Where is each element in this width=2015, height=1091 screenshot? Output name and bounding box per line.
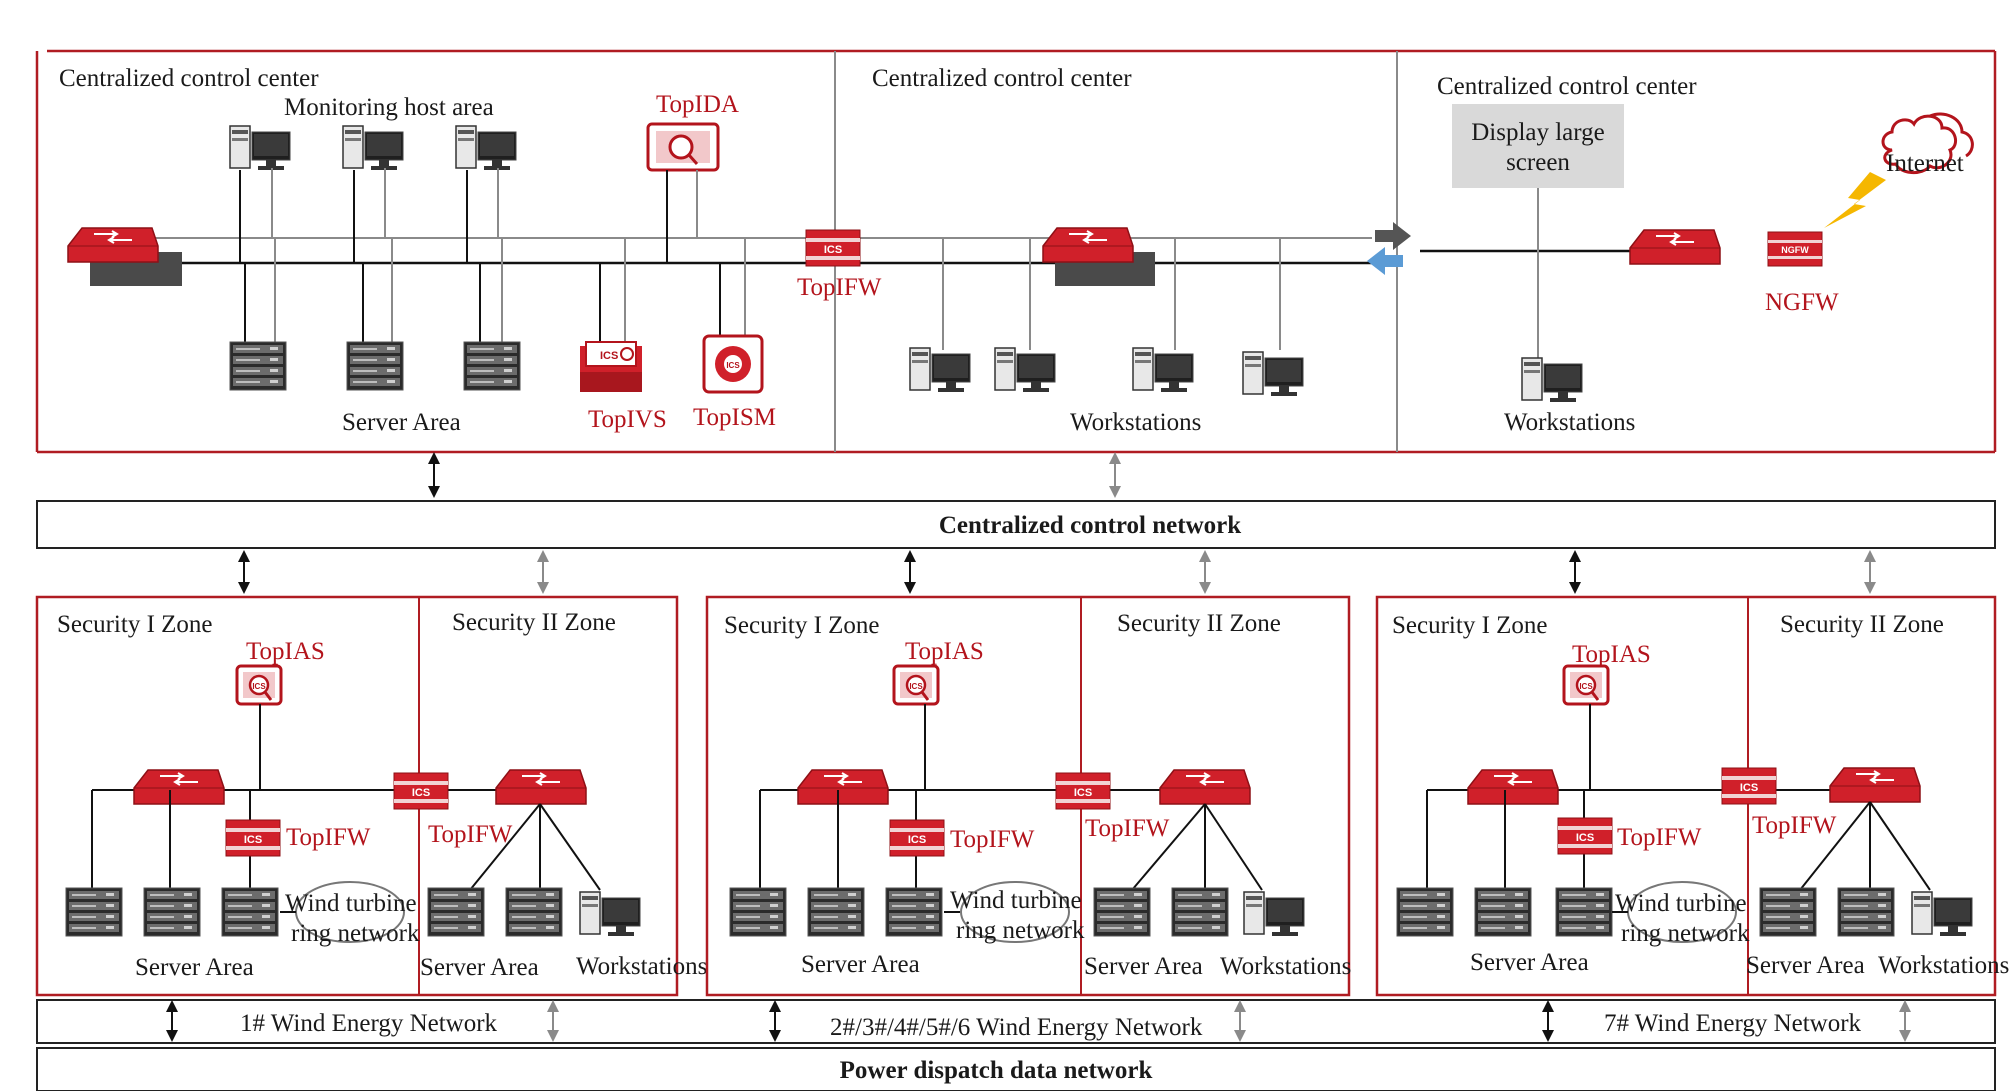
- zone3-sec2-server-label: Server Area: [1746, 952, 1865, 979]
- wind-zone-2: [705, 595, 1351, 997]
- wind-network-2-label: 2#/3#/4#/5#/6 Wind Energy Network: [830, 1014, 1203, 1041]
- zone1-topifw-border-label: TopIFW: [428, 821, 513, 848]
- zone1-server-area-label: Server Area: [135, 954, 254, 981]
- zone2-topifw-border-label: TopIFW: [1085, 815, 1170, 842]
- power-dispatch-label: Power dispatch data network: [840, 1057, 1153, 1084]
- topivs-label: TopIVS: [588, 406, 667, 433]
- centralized-control-network-bar: [36, 500, 1996, 549]
- backbone-lines: [140, 237, 1660, 265]
- zone1-topifw-inner-label: TopIFW: [286, 824, 371, 851]
- ngfw-firewall: NGFW: [1767, 231, 1823, 267]
- zone2-workstations-label: Workstations: [1220, 953, 1351, 980]
- zone3-topifw-inner-label: TopIFW: [1617, 824, 1702, 851]
- zone1-topias-label: TopIAS: [246, 638, 325, 665]
- monitoring-host-area-label: Monitoring host area: [284, 94, 494, 121]
- wind-zone-1: [35, 595, 679, 997]
- zone1-sec2-server-label: Server Area: [420, 954, 539, 981]
- wind-energy-network-bar: [36, 999, 1996, 1044]
- wind-network-3-label: 7# Wind Energy Network: [1604, 1010, 1862, 1037]
- internet-label: Internet: [1886, 150, 1964, 177]
- wind-network-arrows: [166, 1000, 1911, 1042]
- mid-workstation-2: [994, 238, 1056, 393]
- svg-text:NGFW: NGFW: [1781, 245, 1809, 255]
- zone3-wind-ring-line1: Wind turbine: [1615, 890, 1747, 917]
- mid-workstation-3: [1132, 238, 1194, 393]
- topism-device: ICS: [702, 238, 764, 394]
- zone2-wind-ring-line1: Wind turbine: [950, 887, 1082, 914]
- display-label-line2: screen: [1506, 149, 1570, 176]
- display-label-line1: Display large: [1471, 119, 1605, 146]
- left-center-title: Centralized control center: [59, 65, 319, 92]
- zone1-wind-ring-line2: ring network: [291, 920, 420, 947]
- zone3-workstations-label: Workstations: [1878, 952, 2009, 979]
- zone1-sec2-label: Security II Zone: [452, 609, 616, 636]
- zone2-topifw-inner-label: TopIFW: [950, 826, 1035, 853]
- edge-switch-right: [1629, 229, 1721, 265]
- power-dispatch-network-bar: [36, 1047, 1996, 1091]
- zone3-topias-label: TopIAS: [1572, 641, 1651, 668]
- zone2-topias-label: TopIAS: [905, 638, 984, 665]
- svg-text:ICS: ICS: [600, 350, 618, 362]
- topida-label: TopIDA: [656, 91, 739, 118]
- zone2-sec1-label: Security I Zone: [724, 612, 880, 639]
- top-to-network-arrows: [428, 452, 1121, 498]
- zone1-wind-ring-line1: Wind turbine: [285, 890, 417, 917]
- zone2-wind-ring-line2: ring network: [956, 917, 1085, 944]
- lightning-icon: [1824, 172, 1886, 228]
- zone3-topifw-border-label: TopIFW: [1752, 812, 1837, 839]
- core-switch-mid: [1042, 227, 1155, 286]
- mid-workstation-1: [909, 238, 971, 393]
- mid-center-title: Centralized control center: [872, 65, 1132, 92]
- zone1-workstations-label: Workstations: [576, 953, 707, 980]
- monitoring-host-2: [342, 125, 404, 263]
- zone2-sec2-server-label: Server Area: [1084, 953, 1203, 980]
- top-topifw-firewall: [805, 229, 861, 267]
- right-workstations-label: Workstations: [1504, 409, 1635, 436]
- internet-cloud-icon: [1881, 112, 1974, 174]
- server-rack-top-1: [229, 238, 287, 391]
- server-rack-top-2: [346, 238, 404, 391]
- zone2-sec2-label: Security II Zone: [1117, 610, 1281, 637]
- mid-workstation-4: [1242, 238, 1304, 397]
- mid-workstations-label: Workstations: [1070, 409, 1201, 436]
- centralized-network-label: Centralized control network: [939, 512, 1241, 539]
- server-rack-top-3: [463, 238, 521, 391]
- topism-label: TopISM: [693, 404, 776, 431]
- top-server-area-label: Server Area: [342, 409, 461, 436]
- zone2-server-area-label: Server Area: [801, 951, 920, 978]
- display-large-screen: [1452, 104, 1624, 366]
- topivs-device: ICS: [580, 238, 642, 392]
- core-switch-left: [67, 227, 182, 286]
- monitoring-host-1: [229, 125, 291, 263]
- zone1-sec1-label: Security I Zone: [57, 611, 213, 638]
- zone3-sec1-label: Security I Zone: [1392, 612, 1548, 639]
- top-topifw-label: TopIFW: [797, 274, 882, 301]
- wind-network-1-label: 1# Wind Energy Network: [240, 1010, 498, 1037]
- zone3-wind-ring-line2: ring network: [1621, 920, 1750, 947]
- ngfw-label: NGFW: [1765, 289, 1839, 316]
- zone3-server-area-label: Server Area: [1470, 949, 1589, 976]
- topida-device: [646, 122, 720, 263]
- svg-text:ICS: ICS: [726, 361, 740, 370]
- network-to-zone-arrows: [238, 550, 1876, 594]
- right-workstation: [1521, 357, 1583, 403]
- right-center-title: Centralized control center: [1437, 73, 1697, 100]
- zone3-sec2-label: Security II Zone: [1780, 611, 1944, 638]
- wind-zone-3: [1375, 595, 1997, 997]
- link-arrows: [1367, 222, 1411, 275]
- monitoring-host-3: [455, 125, 517, 263]
